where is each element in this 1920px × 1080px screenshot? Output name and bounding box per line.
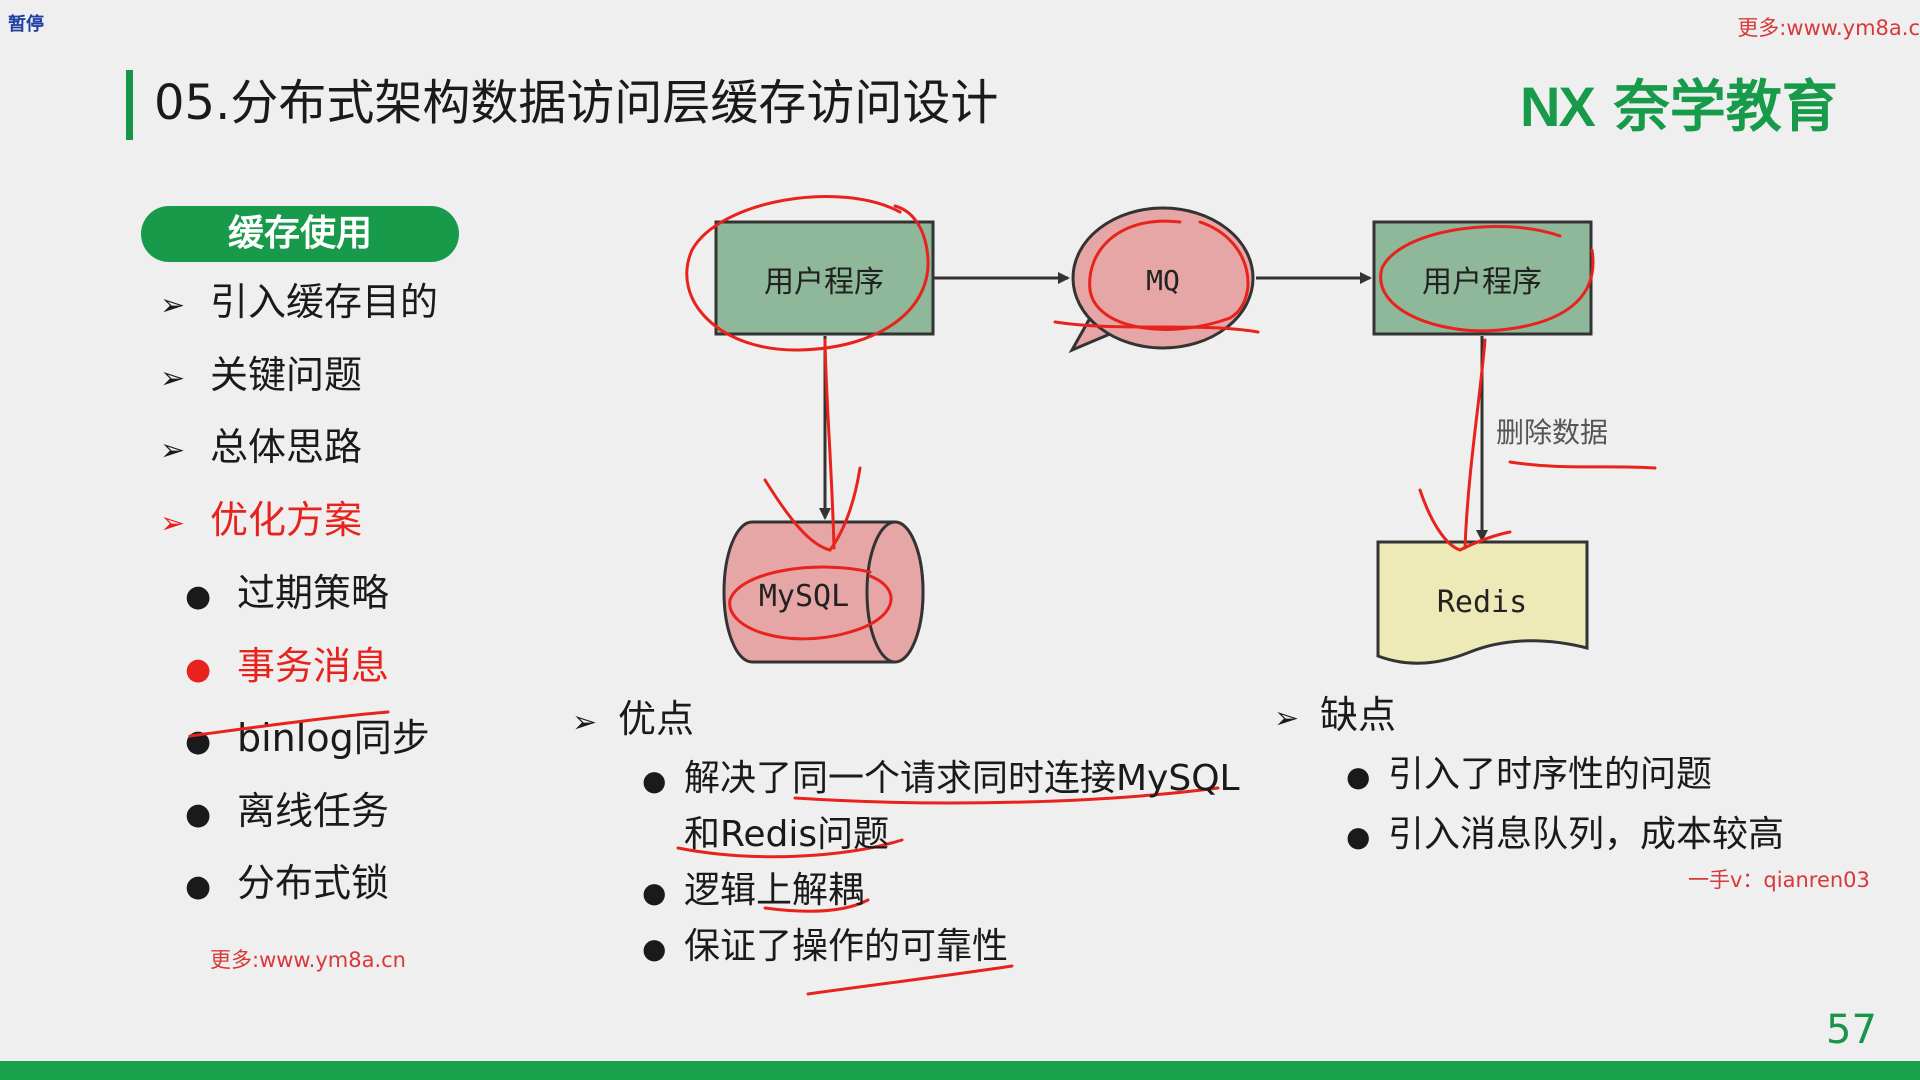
pros-point-text: 保证了操作的可靠性 [684, 926, 1009, 967]
slide-title: 05.分布式架构数据访问层缓存访问设计 [154, 75, 999, 131]
cons-heading: ➢ 缺点 [1274, 690, 1396, 744]
sub-item-expiry: ● 过期策略 [185, 568, 389, 622]
sub-item-label: 离线任务 [237, 789, 390, 833]
arrow-icon: ➢ [572, 705, 598, 740]
nav-item-overall-idea: ➢ 总体思路 [160, 422, 362, 476]
annotation-tick-redis [1418, 488, 1512, 552]
bullet-icon: ● [185, 652, 212, 687]
arrow-icon: ➢ [160, 506, 186, 541]
sub-item-binlog: ● binlog同步 [185, 713, 430, 767]
nav-item-label: 优化方案 [210, 498, 363, 542]
redis-label: Redis [1437, 585, 1527, 620]
pros-point-text: 解决了同一个请求同时连接MySQL [684, 758, 1240, 799]
sub-item-offline-task: ● 离线任务 [185, 786, 389, 840]
annotation-underline-pros-2 [676, 838, 904, 859]
arrow-icon: ➢ [160, 361, 186, 396]
annotation-underline-pros-4 [806, 964, 1014, 996]
bullet-icon: ● [642, 764, 667, 797]
cons-heading-label: 缺点 [1320, 693, 1397, 737]
arrow-icon: ➢ [160, 288, 186, 323]
logo-text: 奈学教育 [1613, 75, 1838, 140]
arrow-icon: ➢ [160, 433, 186, 468]
nav-item-label: 总体思路 [210, 425, 363, 469]
watermark-top: 更多:www.ym8a.c [1737, 16, 1920, 40]
annotation-tick-mysql [763, 466, 862, 552]
brand-logo: NX 奈学教育 [1520, 74, 1838, 141]
bullet-icon: ● [185, 869, 212, 904]
annotation-underline-mq [1053, 320, 1260, 334]
pros-point-continuation: 和Redis问题 [684, 814, 890, 855]
cons-point: ● 引入了时序性的问题 [1346, 750, 1712, 802]
user-app-right-box: 用户程序 [1372, 220, 1593, 336]
nav-item-purpose: ➢ 引入缓存目的 [160, 277, 438, 331]
pause-indicator[interactable]: 暂停 [8, 14, 44, 35]
watermark-contact: 一手v：qianren03 [1688, 868, 1870, 892]
logo-mark: NX [1520, 75, 1596, 138]
title-accent-bar [126, 70, 133, 140]
cons-point: ● 引入消息队列，成本较高 [1346, 810, 1784, 862]
sub-item-distributed-lock: ● 分布式锁 [185, 858, 389, 912]
cons-point-text: 引入消息队列，成本较高 [1388, 814, 1785, 855]
mysql-label: MySQL [759, 579, 849, 614]
footer-bar [0, 1061, 1920, 1080]
bullet-icon: ● [185, 579, 212, 614]
annotation-underline-delete [1508, 460, 1657, 470]
sub-item-transaction-message: ● 事务消息 [185, 641, 389, 695]
mq-bubble: MQ [1068, 206, 1255, 354]
pros-point: ● 保证了操作的可靠性 [642, 922, 1008, 974]
nav-item-label: 关键问题 [210, 353, 363, 397]
nav-item-label: 引入缓存目的 [210, 280, 439, 324]
sub-item-label: 事务消息 [237, 644, 390, 688]
sub-item-label: 分布式锁 [237, 861, 390, 905]
annotation-underline-pros-1 [793, 786, 1220, 805]
sub-item-label: 过期策略 [237, 571, 390, 615]
bullet-icon: ● [642, 932, 667, 965]
bullet-icon: ● [1346, 760, 1371, 793]
arrow-icon: ➢ [1274, 701, 1300, 736]
pros-heading-label: 优点 [618, 697, 695, 741]
nav-item-key-issues: ➢ 关键问题 [160, 350, 362, 404]
annotation-line-to-mysql [823, 338, 836, 550]
watermark-bottom: 更多:www.ym8a.cn [210, 948, 406, 972]
annotation-circle-app-left [685, 195, 930, 352]
pros-point: ● 逻辑上解耦 [642, 866, 864, 918]
annotation-circle-app-right [1379, 225, 1595, 333]
red-annotations [188, 195, 1657, 996]
pros-heading: ➢ 优点 [572, 694, 694, 748]
annotation-line-to-redis [1463, 338, 1487, 550]
sub-item-label: binlog同步 [237, 716, 430, 760]
cons-point-text: 引入了时序性的问题 [1388, 754, 1713, 795]
pros-point: ● 解决了同一个请求同时连接MySQL [642, 754, 1240, 806]
user-app-left-label: 用户程序 [764, 265, 884, 300]
redis-document: Redis [1376, 540, 1589, 665]
annotation-underline-pros-3 [763, 898, 870, 913]
user-app-left-box: 用户程序 [714, 220, 935, 336]
annotation-strike-binlog [188, 710, 390, 738]
bullet-icon: ● [642, 876, 667, 909]
bullet-icon: ● [1346, 820, 1371, 853]
bullet-icon: ● [185, 724, 212, 759]
user-app-right-label: 用户程序 [1422, 265, 1542, 300]
mysql-cylinder: MySQL [722, 520, 925, 664]
annotation-circle-mysql [728, 565, 893, 641]
mq-label: MQ [1146, 264, 1180, 297]
section-badge: 缓存使用 [141, 206, 459, 262]
page-number: 57 [1826, 1007, 1877, 1053]
bullet-icon: ● [185, 797, 212, 832]
nav-item-optimization: ➢ 优化方案 [160, 495, 362, 549]
delete-data-label: 删除数据 [1496, 416, 1608, 449]
pros-point-text: 逻辑上解耦 [684, 870, 865, 911]
